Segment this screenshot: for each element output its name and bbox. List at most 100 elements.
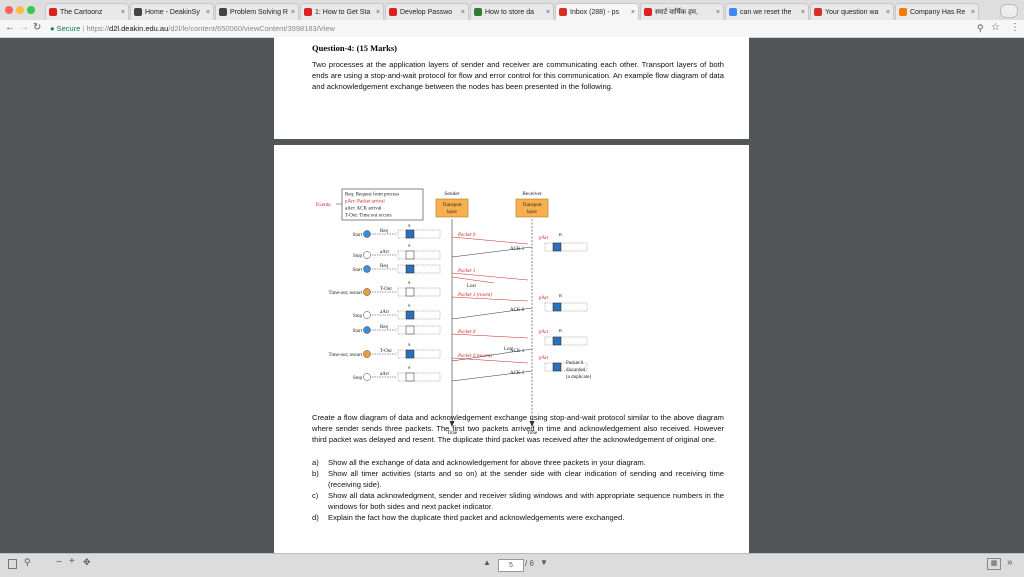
tab-favicon-icon: [474, 8, 482, 16]
s-marker: S: [408, 243, 411, 248]
browser-tab[interactable]: Your question wa ×: [810, 3, 894, 20]
tab-close-icon[interactable]: ×: [885, 9, 890, 16]
bookmark-star-icon[interactable]: ☆: [991, 22, 1000, 33]
fullscreen-icon[interactable]: ▦: [987, 558, 1001, 570]
event-marker-icon: [363, 265, 371, 273]
page-number-input[interactable]: 5: [498, 559, 524, 572]
browser-tab[interactable]: Home - DeakinSy×: [130, 3, 214, 20]
legend-tout: T-Out: Time out occurs: [345, 214, 392, 219]
new-tab-icon[interactable]: [1000, 4, 1018, 18]
tab-label: 1: How to Get Sta: [315, 9, 371, 16]
list-marker: c): [312, 491, 319, 501]
ack-arrow: [451, 370, 533, 382]
sender-label: Sender: [444, 191, 459, 197]
tab-close-icon[interactable]: ×: [545, 9, 550, 16]
list-item: d)Explain the fact how the duplicate thi…: [312, 512, 724, 523]
zoom-out-icon[interactable]: −: [56, 557, 62, 568]
secure-label: Secure: [56, 24, 81, 33]
tab-close-icon[interactable]: ×: [290, 9, 295, 16]
legend-parr: pArr: Packet arrival: [345, 200, 385, 205]
receiver-transport-label: Transport: [522, 203, 542, 208]
sender-window-slot: [405, 372, 415, 382]
event-marker-icon: [363, 373, 371, 381]
search-icon[interactable]: ⚲: [24, 557, 31, 567]
tab-close-icon[interactable]: ×: [800, 9, 805, 16]
sender-window: [397, 310, 441, 320]
url-scheme: https://: [86, 24, 110, 33]
event-name-label: Req: [380, 325, 389, 330]
browser-tab[interactable]: स्मार्ट वार्षिक हम, ×: [640, 3, 724, 20]
receiver-window: [544, 302, 588, 312]
page-total: / 6: [525, 559, 534, 568]
sender-window-slot: [405, 287, 415, 297]
forward-icon[interactable]: →: [19, 22, 29, 33]
discard-note: discarded: [566, 368, 586, 373]
tab-close-icon[interactable]: ×: [715, 9, 720, 16]
minimize-window-icon[interactable]: [16, 6, 24, 14]
event-name-label: Req: [380, 264, 389, 269]
browser-tab[interactable]: Problem Solving R×: [215, 3, 299, 20]
tab-favicon-icon: [134, 8, 142, 16]
tab-close-icon[interactable]: ×: [205, 9, 210, 16]
browser-tab[interactable]: The Cartoonz×: [45, 3, 129, 20]
sender-window-slot: [405, 264, 415, 274]
tab-close-icon[interactable]: ×: [970, 9, 975, 16]
sender-window: [397, 264, 441, 274]
packet-label: Packet 0: [457, 330, 476, 335]
close-window-icon[interactable]: [5, 6, 13, 14]
left-event-label: Stop: [353, 314, 363, 319]
ack-label: ACK 0: [510, 308, 525, 313]
intro-paragraph: Two processes at the application layers …: [312, 60, 724, 92]
maximize-window-icon[interactable]: [27, 6, 35, 14]
events-label: Events:: [316, 202, 332, 208]
previous-page-icon[interactable]: ▲: [483, 558, 491, 567]
document-page-diagram: Req: Request from process pArr: Packet a…: [274, 145, 749, 553]
next-page-icon[interactable]: ▼: [540, 558, 548, 567]
tab-close-icon[interactable]: ×: [630, 9, 635, 16]
browser-tab[interactable]: How to store da×: [470, 3, 554, 20]
browser-tab[interactable]: 1: How to Get Sta ×: [300, 3, 384, 20]
lost-packet-arrow: [451, 276, 495, 284]
packet-arrow: [451, 236, 529, 245]
pdf-toolbar: ⚲ − + ✥ ▲ 5 / 6 ▼ ▦ »: [0, 553, 1024, 577]
tab-close-icon[interactable]: ×: [460, 9, 465, 16]
fit-page-icon[interactable]: ✥: [83, 557, 91, 567]
sender-window: [397, 250, 441, 260]
tab-favicon-icon: [304, 8, 312, 16]
s-marker: S: [408, 280, 411, 285]
zoom-icon[interactable]: ⚲: [977, 23, 984, 33]
tab-close-icon[interactable]: ×: [375, 9, 380, 16]
left-event-label: Start: [353, 233, 363, 238]
tab-close-icon[interactable]: ×: [120, 9, 125, 16]
tab-label: स्मार्ट वार्षिक हम,: [655, 9, 698, 16]
stop-and-wait-diagram: Req: Request from process pArr: Packet a…: [316, 188, 591, 436]
browser-tab[interactable]: can we reset the ×: [725, 3, 809, 20]
browser-tab[interactable]: Inbox (288) - ps×: [555, 3, 639, 20]
receiver-window-slot: [552, 336, 562, 346]
tab-label: can we reset the: [740, 9, 792, 16]
browser-tab[interactable]: Develop Passwo×: [385, 3, 469, 20]
zoom-in-icon[interactable]: +: [69, 556, 75, 567]
sender-window: [397, 287, 441, 297]
receiver-label: Receiver: [522, 191, 542, 197]
tab-favicon-icon: [814, 8, 822, 16]
expand-icon[interactable]: »: [1007, 557, 1013, 568]
reload-icon[interactable]: ↻: [33, 22, 42, 33]
s-marker: S: [408, 342, 411, 347]
sender-window-slot: [405, 349, 415, 359]
sender-window: [397, 325, 441, 335]
s-marker: S: [408, 365, 411, 370]
document-page-top: Question-4: (15 Marks) Two processes at …: [274, 37, 749, 139]
sidebar-toggle-icon[interactable]: [8, 559, 17, 569]
r-marker: R: [559, 232, 562, 237]
sender-time-label: Time: [447, 431, 458, 436]
back-icon[interactable]: ←: [5, 22, 15, 33]
url-field[interactable]: ● Secure | https://d2l.deakin.edu.au/d2l…: [50, 22, 335, 35]
parr-label: pArr: [539, 356, 549, 361]
list-text: Show all timer activities (starts and so…: [328, 469, 724, 490]
tab-label: Your question wa: [825, 9, 879, 16]
menu-icon[interactable]: ⋮: [1010, 22, 1020, 33]
browser-tab[interactable]: Company Has Re×: [895, 3, 979, 20]
discard-note: (a duplicate): [566, 375, 591, 380]
s-marker: S: [408, 303, 411, 308]
